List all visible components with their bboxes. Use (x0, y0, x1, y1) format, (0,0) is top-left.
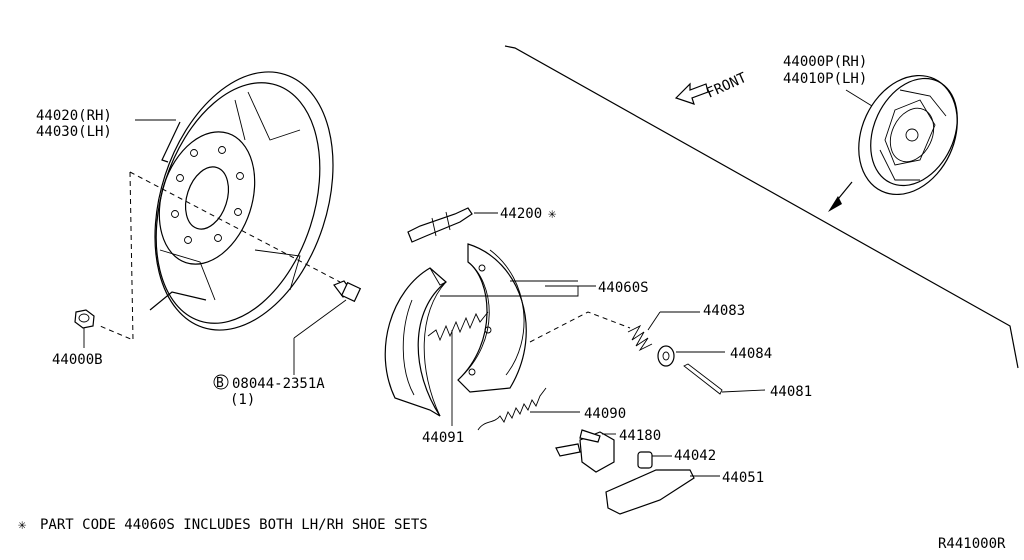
label-44091: 44091 (422, 430, 464, 446)
backing-plate-label: 44020(RH) 44030(LH) (36, 108, 176, 140)
boot-44042 (637, 451, 672, 469)
label-44180: 44180 (619, 428, 661, 444)
label-44051: 44051 (722, 470, 764, 486)
label-44084: 44084 (730, 346, 772, 362)
label-44081: 44081 (770, 384, 812, 400)
direction-arrow-icon (828, 181, 853, 212)
label-44083: 44083 (703, 303, 745, 319)
label-44030: 44030(LH) (36, 124, 112, 140)
asterisk-icon: ✳ (548, 206, 557, 222)
footnote-text: PART CODE 44060S INCLUDES BOTH LH/RH SHO… (40, 517, 428, 533)
label-08044-2351a: 08044-2351A (232, 376, 325, 392)
label-44042: 44042 (674, 448, 716, 464)
leader-44060s (440, 280, 596, 297)
bolt-quantity: (1) (230, 392, 255, 408)
bolt-label: B 08044-2351A (1) (213, 374, 325, 408)
backing-plate (149, 71, 334, 331)
adjuster-44200 (407, 207, 498, 243)
label-44020: 44020(RH) (36, 108, 112, 124)
section-divider-line (504, 45, 1019, 369)
spring-44091 (427, 311, 489, 426)
cylinder-44180 (555, 429, 616, 473)
adjuster-label: 44200 ✳ (500, 206, 557, 222)
front-label: FRONT (704, 70, 750, 102)
front-arrow-icon (674, 82, 709, 105)
pin-44081 (683, 363, 766, 395)
assembly-label: 44000P(RH) 44010P(LH) (783, 54, 867, 87)
bolt-marker: B (216, 376, 224, 391)
nut-44000b (74, 309, 95, 348)
assembly-dash-lines (99, 171, 631, 343)
label-44000b: 44000B (52, 352, 103, 368)
label-44090: 44090 (584, 406, 626, 422)
spring-44090 (477, 387, 580, 431)
label-44060s: 44060S (598, 280, 649, 296)
spring-44083 (627, 311, 700, 352)
hub-bolt (293, 280, 362, 375)
brake-assembly (845, 74, 958, 196)
footnote-asterisk-icon: ✳ (18, 517, 27, 533)
lever-44051 (605, 469, 720, 515)
brake-shoe-right (457, 243, 527, 393)
brake-shoe-left (384, 267, 447, 417)
footnote: ✳ PART CODE 44060S INCLUDES BOTH LH/RH S… (18, 517, 428, 533)
cup-44084 (657, 345, 725, 367)
label-44010p: 44010P(LH) (783, 71, 867, 87)
reference-code: R441000R (938, 536, 1006, 552)
label-44000p: 44000P(RH) (783, 54, 867, 70)
label-44200: 44200 (500, 206, 542, 222)
